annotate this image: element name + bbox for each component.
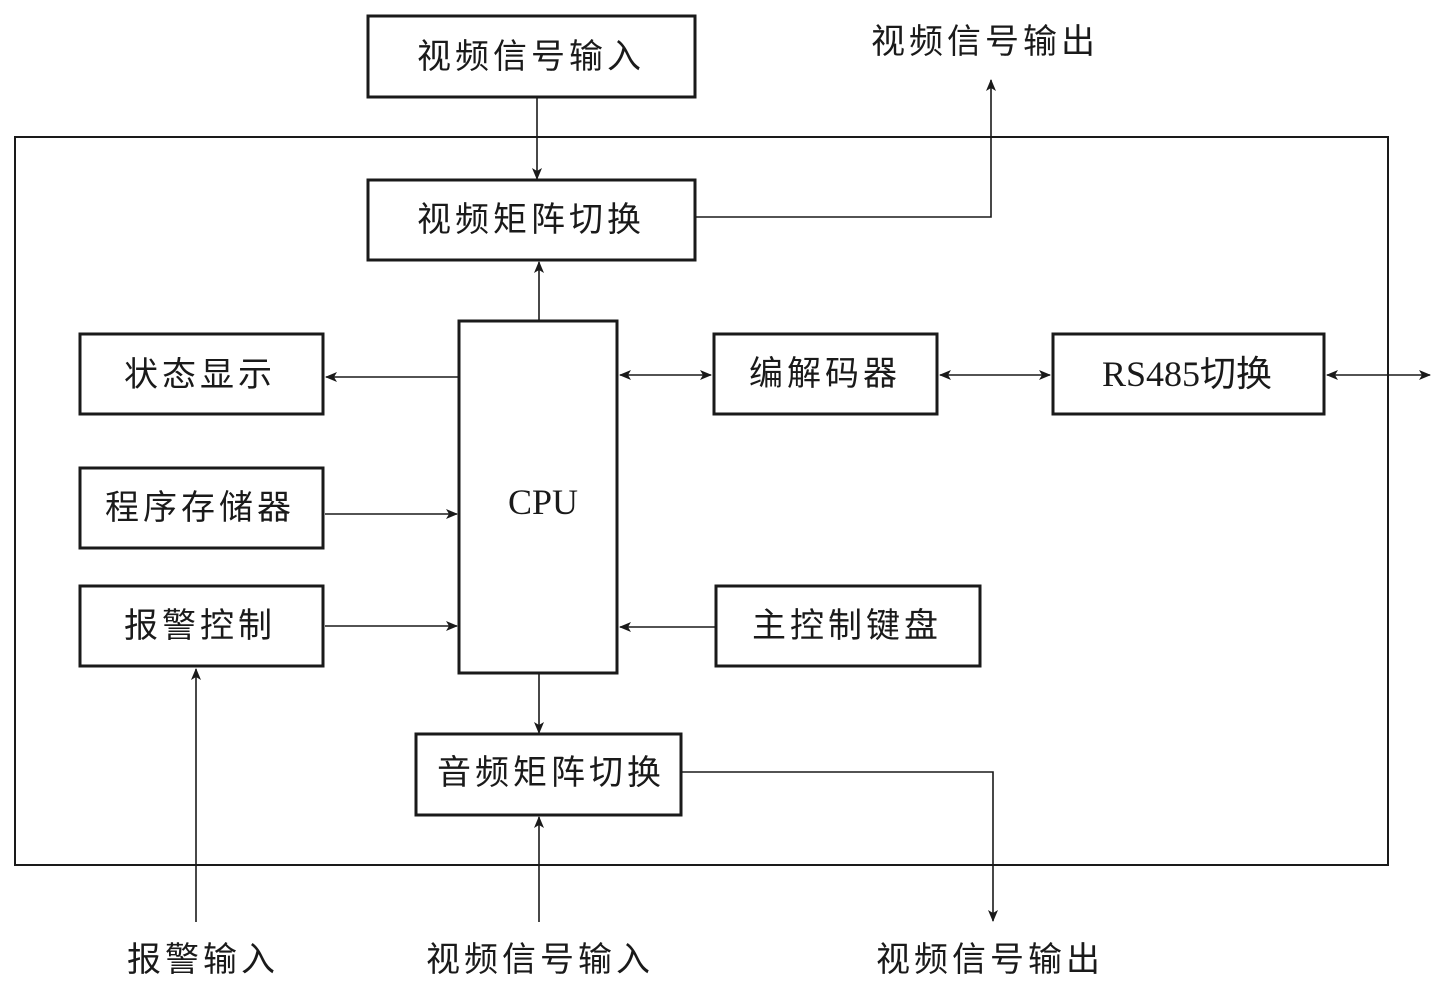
label-video-input-bottom: 视频信号输入 bbox=[426, 940, 654, 980]
block-program-memory-label: 程序存储器 bbox=[105, 488, 295, 528]
block-cpu: CPU bbox=[457, 319, 619, 675]
block-video-input-top-label: 视频信号输入 bbox=[417, 37, 645, 77]
block-audio-matrix-label: 音频矩阵切换 bbox=[437, 753, 665, 793]
block-rs485: RS485切换 bbox=[1051, 332, 1326, 416]
label-alarm-input: 报警输入 bbox=[127, 940, 279, 980]
block-video-matrix: 视频矩阵切换 bbox=[366, 178, 697, 262]
arrow-audio-matrix-to-output bbox=[682, 771, 998, 922]
block-alarm-control: 报警控制 bbox=[78, 584, 325, 668]
label-video-output-top: 视频信号输出 bbox=[871, 22, 1099, 62]
block-audio-matrix: 音频矩阵切换 bbox=[414, 732, 683, 817]
block-main-keyboard: 主控制键盘 bbox=[714, 584, 982, 668]
block-alarm-control-label: 报警控制 bbox=[124, 606, 276, 646]
system-boundary-frame bbox=[14, 136, 1389, 866]
label-video-output-bottom: 视频信号输出 bbox=[876, 940, 1104, 980]
block-status-display-label: 状态显示 bbox=[124, 355, 276, 395]
block-main-keyboard-label: 主控制键盘 bbox=[752, 606, 942, 646]
block-codec: 编解码器 bbox=[712, 332, 939, 416]
block-status-display: 状态显示 bbox=[78, 332, 325, 416]
block-rs485-label: RS485切换 bbox=[1102, 354, 1272, 394]
block-video-input-top: 视频信号输入 bbox=[366, 14, 697, 99]
block-cpu-label: CPU bbox=[508, 482, 578, 522]
arrow-video-matrix-to-output bbox=[695, 79, 996, 218]
block-program-memory: 程序存储器 bbox=[78, 466, 325, 550]
block-codec-label: 编解码器 bbox=[749, 354, 901, 394]
block-video-matrix-label: 视频矩阵切换 bbox=[417, 200, 645, 240]
